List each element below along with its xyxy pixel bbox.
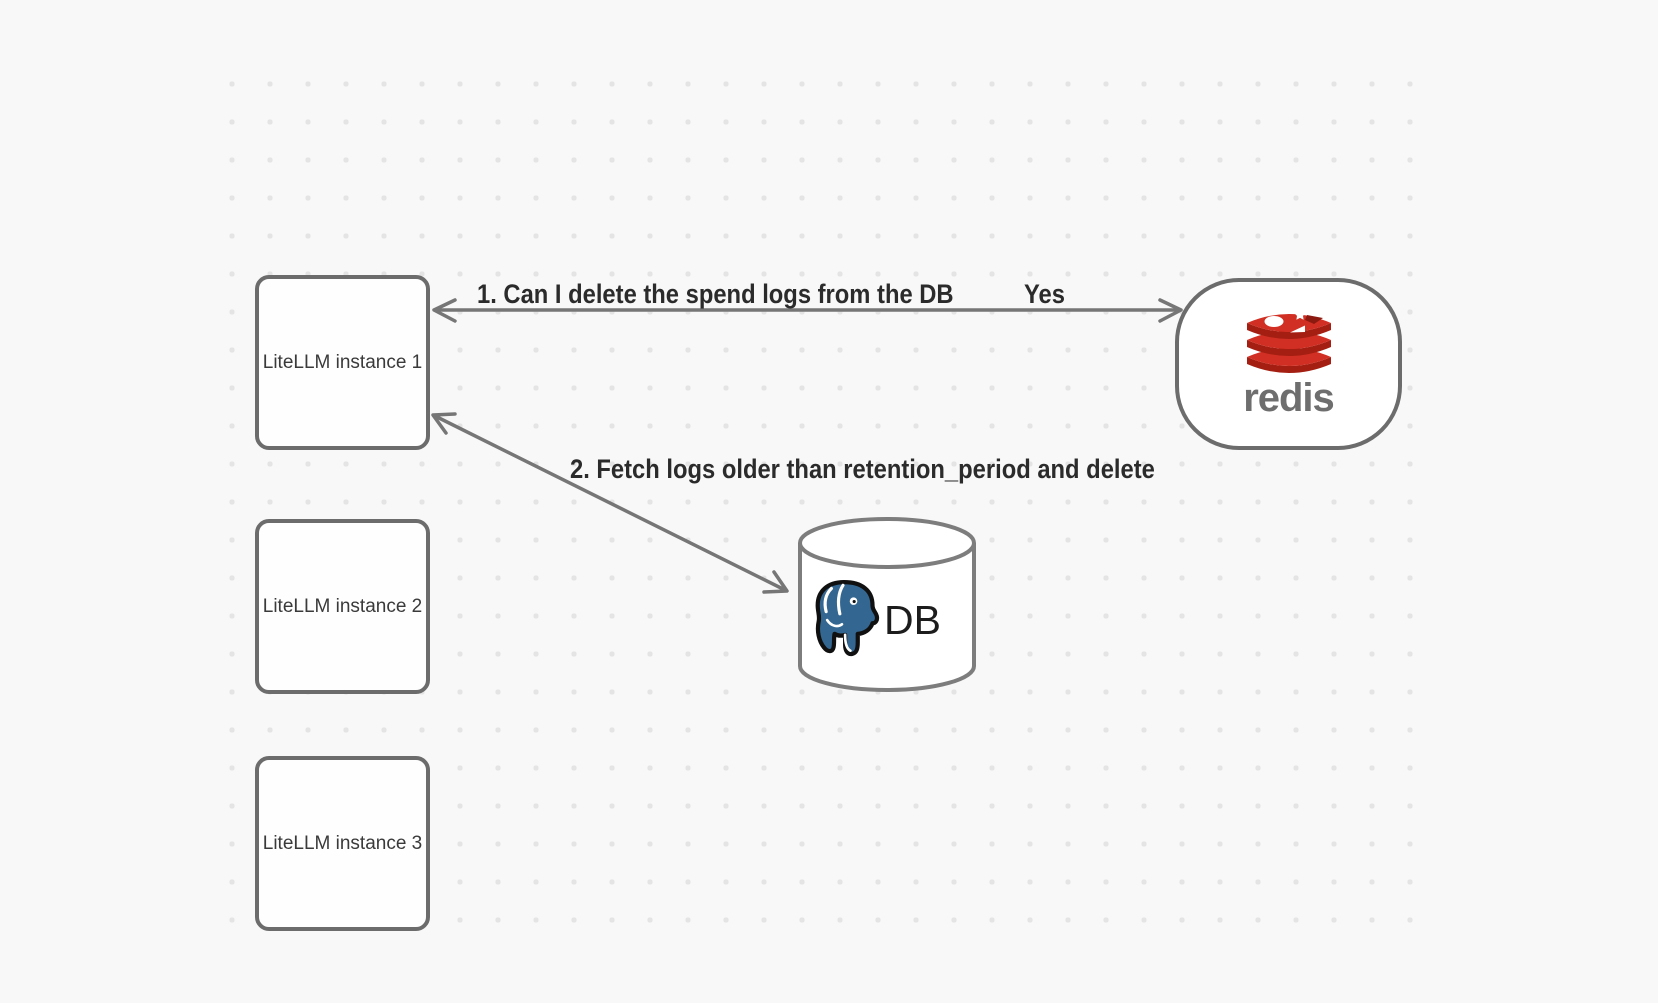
arrowhead-lower bbox=[762, 570, 789, 594]
redis-cube-mark bbox=[1304, 314, 1323, 324]
node-litellm-instance-2: LiteLLM instance 2 bbox=[255, 519, 430, 694]
redis-circle-mark bbox=[1264, 315, 1283, 327]
arrowhead-upper bbox=[431, 412, 457, 435]
node-litellm-instance-1: LiteLLM instance 1 bbox=[255, 275, 430, 450]
node-litellm-instance-3: LiteLLM instance 3 bbox=[255, 756, 430, 931]
db-node-label: DB bbox=[884, 597, 941, 643]
db-cylinder-top bbox=[798, 517, 976, 569]
redis-star-mark bbox=[1293, 310, 1306, 320]
redis-wordmark: redis bbox=[1243, 375, 1335, 420]
edge-label-fetch-logs: 2. Fetch logs older than retention_perio… bbox=[570, 454, 1155, 484]
redis-triangle-mark bbox=[1289, 325, 1305, 332]
edge-label-yes: Yes bbox=[1024, 279, 1065, 309]
postgresql-elephant-icon bbox=[815, 580, 880, 657]
node-label: LiteLLM instance 2 bbox=[262, 595, 423, 617]
arrow-instance1-db bbox=[431, 412, 789, 594]
db-cylinder bbox=[798, 517, 976, 692]
node-label: LiteLLM instance 1 bbox=[262, 351, 423, 373]
redis-logo-icon bbox=[1246, 310, 1331, 373]
arrowhead-right bbox=[1158, 298, 1183, 323]
edge-label-delete-spend-logs: 1. Can I delete the spend logs from the … bbox=[477, 279, 954, 309]
arrow-instance1-redis bbox=[432, 298, 1183, 323]
arrowhead-left bbox=[432, 298, 457, 323]
node-label: LiteLLM instance 3 bbox=[262, 832, 423, 854]
node-redis: redis bbox=[1175, 278, 1402, 450]
